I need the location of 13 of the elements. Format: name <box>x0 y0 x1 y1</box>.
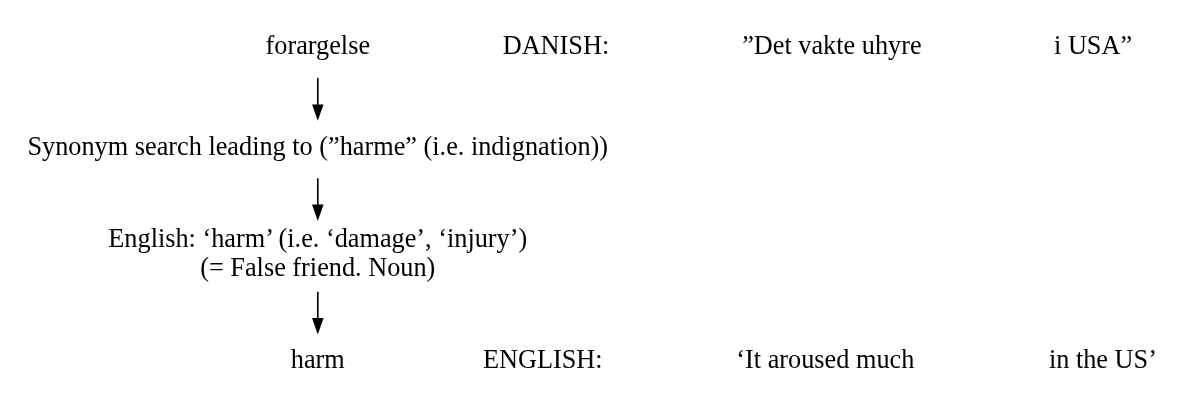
label: DANISH: <box>502 31 610 61</box>
node-text: English: ‘harm’ (i.e. ‘damage’, ‘injury’) (= False friend. Noun) <box>108 223 528 283</box>
node-text: forargelse <box>265 31 371 61</box>
label: i USA” <box>1054 31 1133 61</box>
label: ENGLISH: <box>482 345 603 375</box>
label: ”Det vakte uhyre <box>742 31 922 61</box>
arrow <box>312 290 324 335</box>
arrow <box>312 177 324 222</box>
arrow <box>312 77 324 121</box>
label: in the US’ <box>1048 345 1157 375</box>
node-text: Synonym search leading to (”harme” (i.e. indignation)) <box>27 131 609 161</box>
node-text: harm <box>290 345 345 375</box>
label: ‘It aroused much <box>736 345 915 375</box>
